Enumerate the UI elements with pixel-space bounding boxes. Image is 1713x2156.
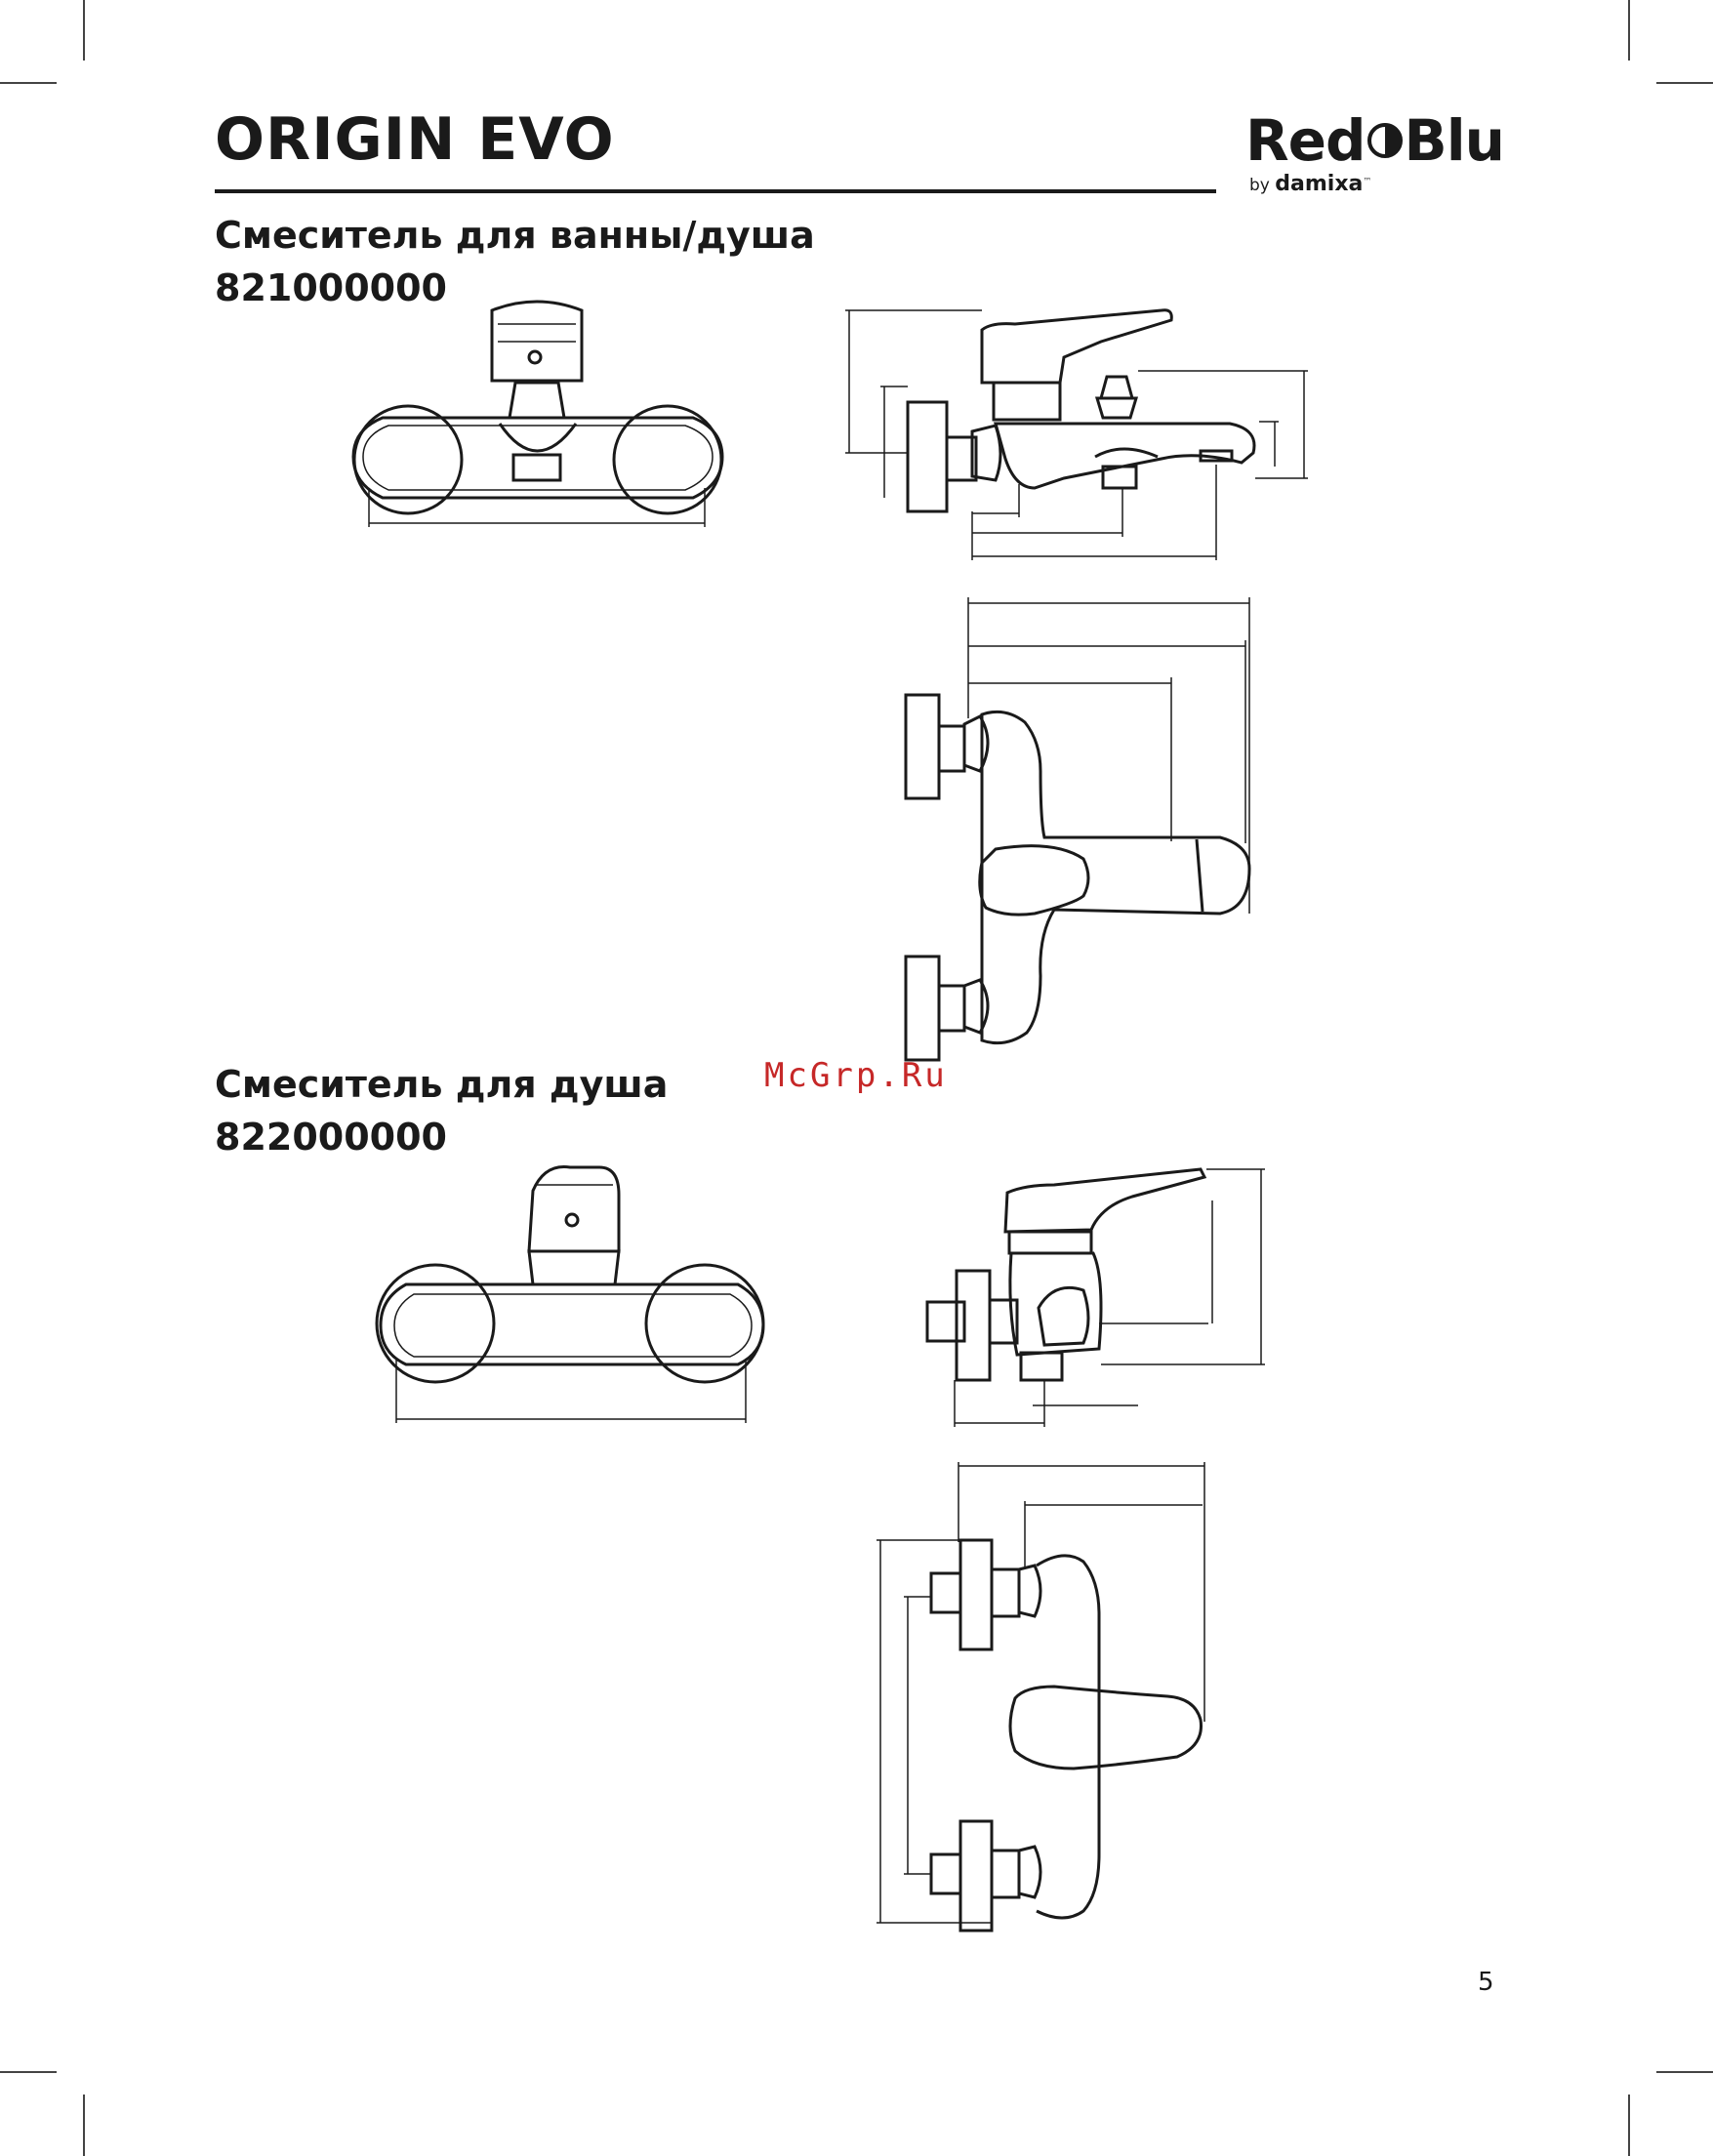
shower-mixer-front-view <box>377 1167 763 1424</box>
bath-mixer-top-view <box>906 597 1249 1060</box>
bath-mixer-side-view <box>845 310 1308 560</box>
shower-mixer-top-view <box>877 1462 1204 1931</box>
watermark: McGrp.Ru <box>764 1056 948 1095</box>
shower-mixer-side-view <box>927 1169 1265 1427</box>
page-number: 5 <box>1478 1968 1494 1997</box>
bath-mixer-front-view <box>353 302 722 527</box>
